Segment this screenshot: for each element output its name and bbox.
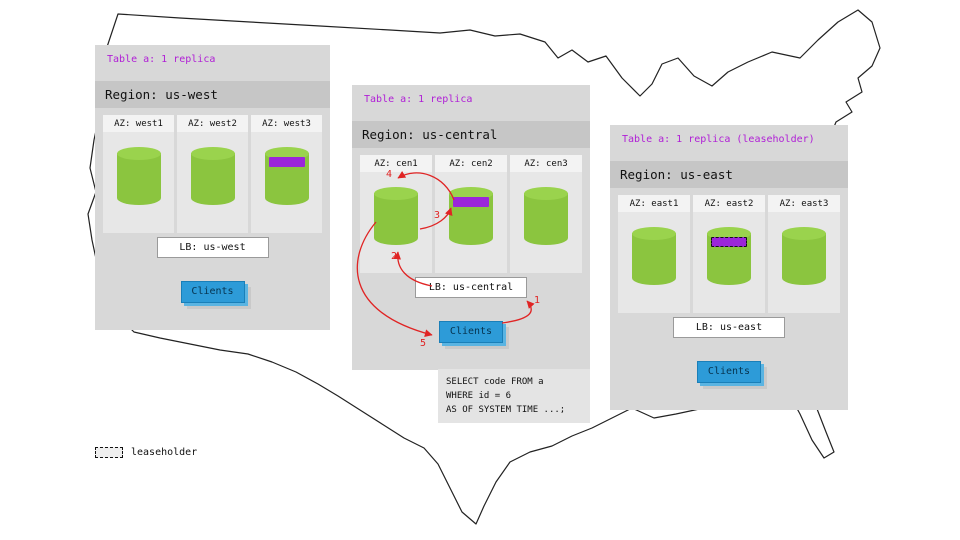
sql-line: AS OF SYSTEM TIME ...; bbox=[446, 405, 566, 415]
panel-us-east: Table a: 1 replica (leaseholder) Region:… bbox=[610, 125, 848, 410]
az-label: AZ: east2 bbox=[693, 195, 765, 212]
leaseholder-range-band bbox=[711, 237, 747, 247]
az-label: AZ: west2 bbox=[177, 115, 248, 132]
table-replica-label: Table a: 1 replica bbox=[364, 94, 473, 105]
load-balancer: LB: us-west bbox=[156, 237, 269, 258]
replica-cylinder bbox=[707, 227, 751, 285]
clients-box: Clients bbox=[180, 281, 245, 303]
table-range-band bbox=[268, 157, 305, 167]
legend: leaseholder bbox=[95, 447, 197, 458]
az-row: AZ: east1 AZ: east2 AZ: east3 bbox=[618, 195, 840, 313]
replica-cylinder bbox=[524, 187, 568, 245]
step-number-1: 1 bbox=[534, 295, 541, 306]
az-column: AZ: west1 bbox=[103, 115, 174, 233]
replica-cylinder bbox=[190, 147, 235, 205]
step-number-3: 3 bbox=[434, 210, 441, 221]
load-balancer: LB: us-central bbox=[415, 277, 527, 298]
step-number-5: 5 bbox=[420, 338, 427, 349]
table-replica-label: Table a: 1 replica (leaseholder) bbox=[622, 134, 815, 145]
clients-box: Clients bbox=[697, 361, 761, 383]
az-column: AZ: east3 bbox=[768, 195, 840, 313]
replica-cylinder bbox=[449, 187, 493, 245]
az-column: AZ: east2 bbox=[693, 195, 765, 313]
region-header: Region: us-east bbox=[610, 161, 848, 188]
table-replica-label: Table a: 1 replica bbox=[107, 54, 216, 65]
replica-cylinder bbox=[264, 147, 309, 205]
az-column: AZ: east1 bbox=[618, 195, 690, 313]
legend-label: leaseholder bbox=[131, 447, 198, 458]
step-number-4: 4 bbox=[386, 169, 393, 180]
az-column: AZ: west2 bbox=[177, 115, 248, 233]
az-column: AZ: cen2 bbox=[435, 155, 507, 273]
load-balancer: LB: us-east bbox=[673, 317, 785, 338]
panel-us-central: Table a: 1 replica Region: us-central AZ… bbox=[352, 85, 590, 370]
region-header: Region: us-central bbox=[352, 121, 590, 148]
region-header: Region: us-west bbox=[95, 81, 330, 108]
leaseholder-swatch-icon bbox=[95, 447, 123, 458]
replica-cylinder bbox=[116, 147, 161, 205]
az-label: AZ: cen1 bbox=[360, 155, 432, 172]
step-number-2: 2 bbox=[391, 251, 398, 262]
replica-cylinder bbox=[782, 227, 826, 285]
table-range-band bbox=[453, 197, 489, 207]
az-column: AZ: cen3 bbox=[510, 155, 582, 273]
az-row: AZ: west1 AZ: west2 AZ: west3 bbox=[103, 115, 322, 233]
az-label: AZ: east1 bbox=[618, 195, 690, 212]
sql-line: SELECT code FROM a bbox=[446, 377, 544, 387]
az-label: AZ: east3 bbox=[768, 195, 840, 212]
replica-cylinder bbox=[632, 227, 676, 285]
az-column: AZ: west3 bbox=[251, 115, 322, 233]
replica-cylinder bbox=[374, 187, 418, 245]
az-label: AZ: cen3 bbox=[510, 155, 582, 172]
sql-query-box: SELECT code FROM a WHERE id = 6 AS OF SY… bbox=[438, 369, 590, 423]
az-label: AZ: cen2 bbox=[435, 155, 507, 172]
sql-line: WHERE id = 6 bbox=[446, 391, 512, 401]
clients-box: Clients bbox=[439, 321, 503, 343]
az-label: AZ: west3 bbox=[251, 115, 322, 132]
panel-us-west: Table a: 1 replica Region: us-west AZ: w… bbox=[95, 45, 330, 330]
az-label: AZ: west1 bbox=[103, 115, 174, 132]
